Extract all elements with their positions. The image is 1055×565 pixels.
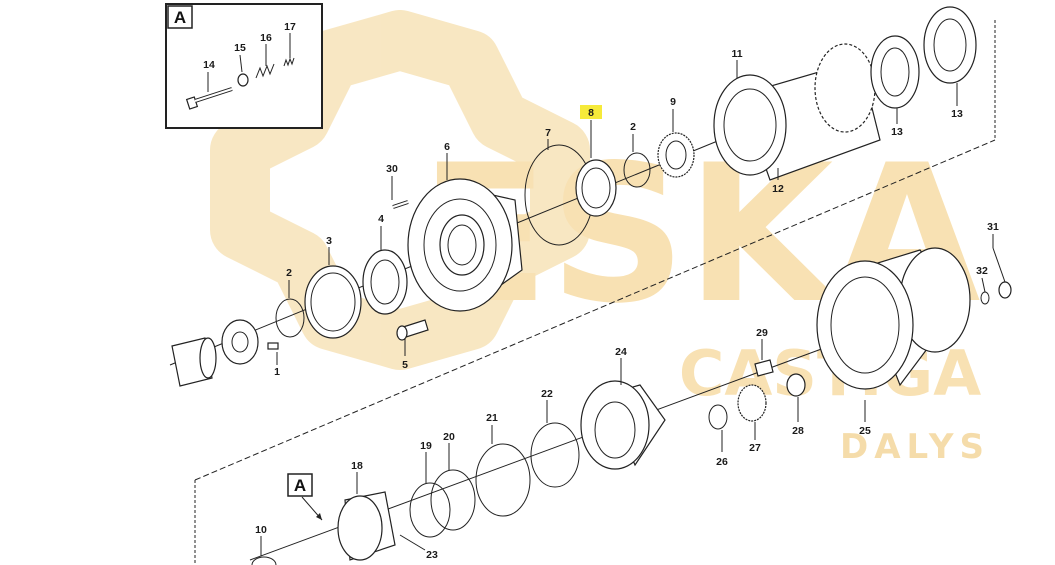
brake-disc-pack-icon (713, 43, 881, 181)
part-label-23: 23 (426, 549, 438, 561)
washer-icon (237, 73, 249, 87)
part-label-28: 28 (792, 425, 804, 437)
part-label-29: 29 (756, 327, 768, 339)
planet-carrier-icon (580, 380, 666, 470)
wheel-hub-icon (407, 178, 523, 312)
part-label-8: 8 (588, 107, 594, 119)
part-label-6: 6 (444, 141, 450, 153)
ring-gear-housing-icon (816, 247, 971, 390)
highlight-marker (580, 105, 602, 119)
part-label-26: 26 (716, 456, 728, 468)
part-label-10: 10 (255, 524, 267, 536)
lock-plate-icon (221, 319, 279, 365)
part-label-25: 25 (859, 425, 871, 437)
o-ring-icon (623, 152, 651, 188)
spacer-ring-icon (475, 443, 531, 517)
part-label-13a: 13 (891, 126, 903, 138)
shaft-icon (171, 337, 217, 387)
o-ring-icon (275, 298, 305, 338)
detail-reference-a: A (287, 473, 323, 521)
plug-icon (980, 281, 1012, 305)
spring-icon (255, 63, 275, 79)
part-label-32: 32 (976, 265, 988, 277)
part-label-20: 20 (443, 431, 455, 443)
part-label-12: 12 (772, 183, 784, 195)
circlip-icon (708, 404, 728, 430)
part-label-13b: 13 (951, 108, 963, 120)
part-label-19: 19 (420, 440, 432, 452)
sun-gear-icon (657, 132, 695, 178)
retaining-ring-icon (304, 265, 362, 339)
part-label-2b: 2 (630, 121, 636, 133)
snap-ring-icon (530, 422, 580, 488)
part-label-27: 27 (749, 442, 761, 454)
thrust-washer-icon (754, 359, 774, 377)
friction-plate-icon (870, 6, 977, 109)
o-ring-icon (430, 469, 476, 531)
seal-icon (575, 159, 617, 217)
part-label-7: 7 (545, 127, 551, 139)
part-label-17: 17 (284, 21, 296, 33)
inset-letter: A (174, 8, 186, 27)
hub-cover-icon (337, 491, 396, 561)
part-label-14: 14 (203, 59, 215, 71)
detail-letter: A (294, 476, 306, 495)
inset-box-a: A 14 15 16 17 (165, 3, 323, 129)
part-label-5: 5 (402, 359, 408, 371)
part-label-9: 9 (670, 96, 676, 108)
wheel-bolt-icon (396, 319, 429, 341)
part-label-3: 3 (326, 235, 332, 247)
part-label-11: 11 (731, 48, 742, 60)
part-label-18: 18 (351, 460, 363, 472)
seal-ring-icon (251, 556, 277, 565)
assembly-frame (194, 20, 996, 565)
o-ring-icon (409, 482, 451, 538)
part-label-15: 15 (234, 42, 246, 54)
part-label-1: 1 (274, 366, 280, 378)
bolt-icon (185, 87, 233, 110)
planet-gear-icon (737, 384, 767, 422)
part-label-4: 4 (378, 213, 384, 225)
part-label-24: 24 (615, 346, 627, 358)
part-label-2a: 2 (286, 267, 292, 279)
part-label-22: 22 (541, 388, 553, 400)
part-label-16: 16 (260, 32, 272, 44)
bearing-icon (362, 249, 408, 315)
part-label-21: 21 (486, 412, 498, 424)
watermark-gear-icon (210, 10, 590, 370)
needle-bearing-icon (786, 373, 806, 397)
part-label-30: 30 (386, 163, 398, 175)
screw-icon (392, 200, 409, 209)
watermark-line3: DALYS (840, 427, 990, 467)
small-spring-icon (283, 57, 295, 67)
part-label-31: 31 (987, 221, 999, 233)
